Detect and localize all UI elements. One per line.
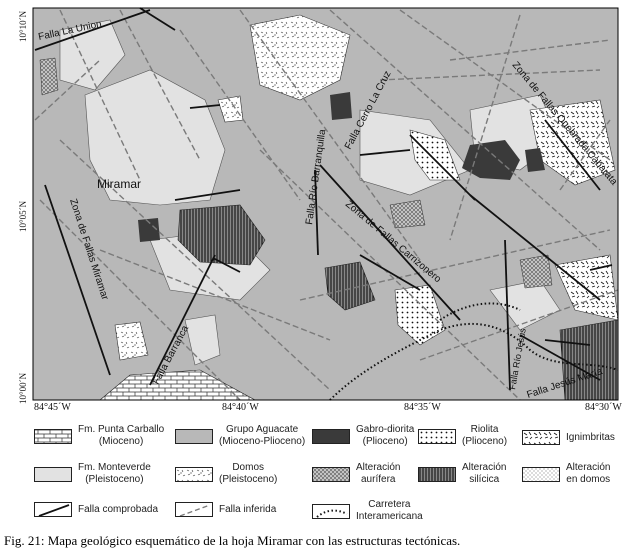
unit-monteverde-area <box>184 314 221 366</box>
unit-domos-area <box>114 321 149 361</box>
swatch-dots <box>418 428 456 444</box>
legend-line: en domos <box>566 474 611 485</box>
swatch-dashed-line <box>175 502 213 517</box>
legend-line: Riolita <box>470 424 499 435</box>
unit-riolita-area <box>394 284 446 346</box>
swatch-gray <box>175 428 213 444</box>
legend-line: (Pleistoceno) <box>85 474 144 485</box>
unit-gabro-area <box>525 148 545 172</box>
swatch-solid-line <box>34 502 72 517</box>
legend-line: Fm. Punta Carballo <box>78 424 165 435</box>
lon-tick-label: 84°45´W <box>34 402 71 413</box>
figure-caption: Fig. 21: Mapa geológico esquemático de l… <box>4 533 461 548</box>
legend-falla-comprobada: Falla comprobada <box>34 502 158 517</box>
legend-line: Interamericana <box>356 511 423 522</box>
legend-line: (Mioceno-Plioceno) <box>219 436 306 447</box>
lat-tick-label: 10°05´N <box>18 200 28 232</box>
lat-tick-label: 10°00´N <box>18 372 28 404</box>
legend-line: Falla comprobada <box>78 503 159 515</box>
swatch-crosshatch <box>312 466 350 482</box>
swatch-domos <box>175 466 213 482</box>
swatch-dotted-line <box>312 503 350 519</box>
legend-line: Carretera <box>368 499 411 510</box>
proven-faults <box>34 7 613 391</box>
lon-tick-label: 84°35´W <box>404 402 441 413</box>
unit-gabro-area <box>462 140 520 180</box>
legend-aguacate: Grupo Aguacate(Mioceno-Plioceno) <box>175 424 305 448</box>
legend-falla-inferida: Falla inferida <box>175 502 276 517</box>
legend-domos: Domos(Pleistoceno) <box>175 462 277 486</box>
swatch-bricks <box>34 428 72 444</box>
swatch-vertical <box>418 466 456 482</box>
swatch-finedots <box>522 466 560 482</box>
carretera-interamericana <box>439 302 521 321</box>
unit-aurifera-area <box>519 254 553 289</box>
unit-gabro-area <box>330 92 352 120</box>
swatch-dark <box>312 428 350 444</box>
legend-line: (Mioceno) <box>98 436 144 447</box>
lat-tick-label: 10°10´N <box>18 10 28 42</box>
unit-silicica-area <box>324 261 376 311</box>
legend-line: Alteración <box>462 462 507 473</box>
lon-tick-label: 84°40´W <box>222 402 259 413</box>
legend-line: silícica <box>469 474 500 485</box>
legend-ignimbritas: Ignimbritas <box>522 430 615 445</box>
unit-silicica-area <box>177 204 266 266</box>
swatch-light <box>34 466 72 482</box>
legend-line: (Plioceno) <box>362 436 408 447</box>
legend-line: Domos <box>232 462 265 473</box>
legend-line: (Pleistoceno) <box>219 474 278 485</box>
label-miramar: Miramar <box>97 177 141 191</box>
legend-line: Gabro-diorita <box>356 424 415 435</box>
inferred-faults <box>34 9 619 401</box>
swatch-dashes <box>522 430 560 445</box>
legend-line: Grupo Aguacate <box>225 424 299 435</box>
unit-silicica-area <box>559 319 619 401</box>
legend-line: Fm. Monteverde <box>78 462 151 473</box>
legend-line: Ignimbritas <box>566 431 615 443</box>
unit-aurifera-area <box>389 199 426 229</box>
legend-line: Falla inferida <box>219 503 277 515</box>
legend-line: Alteración <box>566 462 611 473</box>
map-border <box>32 7 619 401</box>
legend-line: aurífera <box>361 474 396 485</box>
unit-aurifera-area <box>39 57 59 96</box>
legend-line: Alteración <box>356 462 401 473</box>
legend-line: (Plioceno) <box>462 436 508 447</box>
legend-gabro: Gabro-diorita(Plioceno) <box>312 424 414 448</box>
unit-riolita-area <box>409 129 461 181</box>
lon-tick-label: 84°30´W <box>585 402 622 413</box>
unit-gabro-area <box>138 218 160 242</box>
unit-monteverde-area <box>59 19 126 91</box>
legend-punta-carballo: Fm. Punta Carballo(Mioceno) <box>34 424 164 448</box>
legend-monteverde: Fm. Monteverde(Pleistoceno) <box>34 462 151 486</box>
unit-domos-area <box>249 14 351 101</box>
legend-riolita: Riolita(Plioceno) <box>418 424 507 448</box>
